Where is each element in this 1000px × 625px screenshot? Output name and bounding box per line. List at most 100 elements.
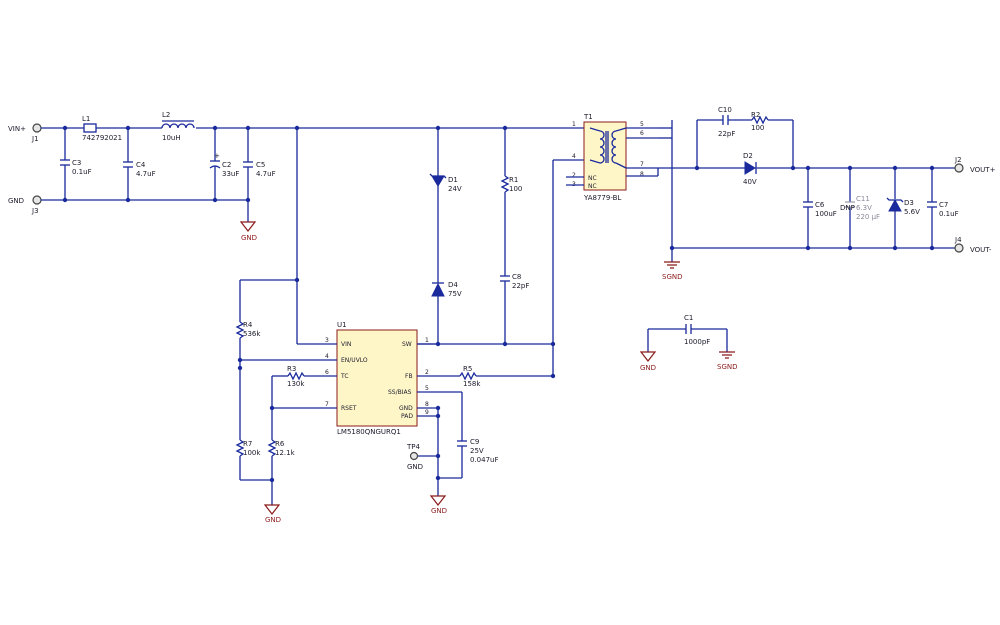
junction-dot xyxy=(212,125,218,131)
junction-dot xyxy=(435,413,441,419)
inductor-l1[interactable] xyxy=(83,123,97,133)
d1-bar xyxy=(429,173,447,179)
resistor-r3[interactable] xyxy=(287,371,305,381)
c1-value: 1000pF xyxy=(684,338,710,346)
resistor-r5[interactable] xyxy=(459,371,477,381)
resistor-r4[interactable] xyxy=(235,321,245,339)
diode-d4[interactable] xyxy=(431,282,445,297)
c3-value: 0.1uF xyxy=(72,168,92,176)
zener-diode-d3[interactable] xyxy=(888,198,902,212)
t1-sec-lead-bot xyxy=(615,162,627,169)
resistor-r1[interactable] xyxy=(500,175,510,193)
c5-ref: C5 xyxy=(256,161,265,169)
r2-value: 100 xyxy=(751,124,764,132)
d4-value: 75V xyxy=(448,290,462,298)
junction-dot xyxy=(212,197,218,203)
c11-dnp: DNP xyxy=(840,204,855,212)
t1-value: YA8779-BL xyxy=(583,194,621,202)
u1-pinnum-1: 1 xyxy=(425,337,429,344)
u1-pin-tc: TC xyxy=(340,373,349,380)
t1-pin-5: 5 xyxy=(640,121,644,128)
r7-ref: R7 xyxy=(243,440,252,448)
r1-ref: R1 xyxy=(509,176,518,184)
c2-value: 33uF xyxy=(222,170,239,178)
junction-dot xyxy=(245,197,251,203)
r4-value: 536k xyxy=(243,330,261,338)
u1-part: LM5180QNGURQ1 xyxy=(337,428,401,436)
d1-ref: D1 xyxy=(448,176,458,184)
junction-dot xyxy=(237,365,243,371)
ground-symbol-rset xyxy=(263,504,281,515)
connector-j3[interactable] xyxy=(32,195,42,205)
l1-value: 742792021 xyxy=(82,134,122,142)
junction-dot xyxy=(847,165,853,171)
u1-pinnum-6: 6 xyxy=(325,369,329,376)
t1-pin-6: 6 xyxy=(640,130,644,137)
junction-dot xyxy=(435,405,441,411)
r3-ref: R3 xyxy=(287,365,296,373)
j4-label: J4 xyxy=(954,236,962,244)
t1-prim-lead-top xyxy=(589,127,601,132)
c8-value: 22pF xyxy=(512,282,529,290)
d2-ref: D2 xyxy=(743,152,753,160)
junction-dot xyxy=(125,125,131,131)
l2-value: 10uH xyxy=(162,134,181,142)
u1-pin-fb: FB xyxy=(405,373,413,380)
resistor-r6[interactable] xyxy=(267,439,277,457)
r2-ref: R2 xyxy=(751,111,760,119)
j3-label: J3 xyxy=(31,207,39,215)
ground-symbol-ic xyxy=(429,495,447,506)
u1-pin-vin: VIN xyxy=(341,341,351,348)
connector-j4[interactable] xyxy=(954,243,964,253)
resistor-r7[interactable] xyxy=(235,439,245,457)
junction-dot xyxy=(269,477,275,483)
vin-plus-label: VIN+ xyxy=(8,125,26,133)
c6-value: 100uF xyxy=(815,210,837,218)
zener-diode-d1[interactable] xyxy=(431,175,445,187)
junction-dot xyxy=(502,341,508,347)
c10-value: 22pF xyxy=(718,130,735,138)
resistor-r2[interactable] xyxy=(751,115,769,125)
u1-pinnum-9: 9 xyxy=(425,409,429,416)
gnd-label-input: GND xyxy=(241,234,257,242)
u1-pinnum-2: 2 xyxy=(425,369,429,376)
diode-d2[interactable] xyxy=(744,161,756,175)
t1-ref: T1 xyxy=(583,113,593,121)
junction-dot xyxy=(62,125,68,131)
u1-pinnum-3: 3 xyxy=(325,337,329,344)
t1-pin-8: 8 xyxy=(640,171,644,178)
c8-ref: C8 xyxy=(512,273,521,281)
c2-plus: + xyxy=(214,152,220,160)
u1-pinnum-4: 4 xyxy=(325,353,329,360)
c5-value: 4.7uF xyxy=(256,170,276,178)
c4-ref: C4 xyxy=(136,161,146,169)
inductor-l2[interactable] xyxy=(161,123,195,129)
junction-dot xyxy=(125,197,131,203)
d2-value: 40V xyxy=(743,178,757,186)
connector-j1[interactable] xyxy=(32,123,42,133)
u1-pin-gnd: GND xyxy=(399,405,413,412)
ic-u1[interactable] xyxy=(336,329,418,427)
transformer-t1[interactable] xyxy=(583,121,627,191)
t1-prim-lead-bot xyxy=(589,159,601,164)
connector-j2[interactable] xyxy=(954,163,964,173)
tp4-label: TP4 xyxy=(406,443,420,451)
t1-pin-1: 1 xyxy=(572,121,576,128)
u1-pin-en: EN/UVLO xyxy=(341,357,368,364)
r6-ref: R6 xyxy=(275,440,285,448)
junction-dot xyxy=(550,373,556,379)
l1-ref: L1 xyxy=(82,115,90,123)
c7-ref: C7 xyxy=(939,201,948,209)
c1-ref: C1 xyxy=(684,314,693,322)
gnd-label-c1: GND xyxy=(640,364,656,372)
junction-dot xyxy=(694,165,700,171)
test-point-tp4[interactable] xyxy=(409,451,419,461)
junction-dot xyxy=(805,245,811,251)
c4-value: 4.7uF xyxy=(136,170,156,178)
c11-ref: C11 xyxy=(856,195,870,203)
r5-ref: R5 xyxy=(463,365,472,373)
r5-value: 158k xyxy=(463,380,481,388)
c11-voltage: 6.3V xyxy=(856,204,872,212)
gnd-label-rset: GND xyxy=(265,516,281,524)
